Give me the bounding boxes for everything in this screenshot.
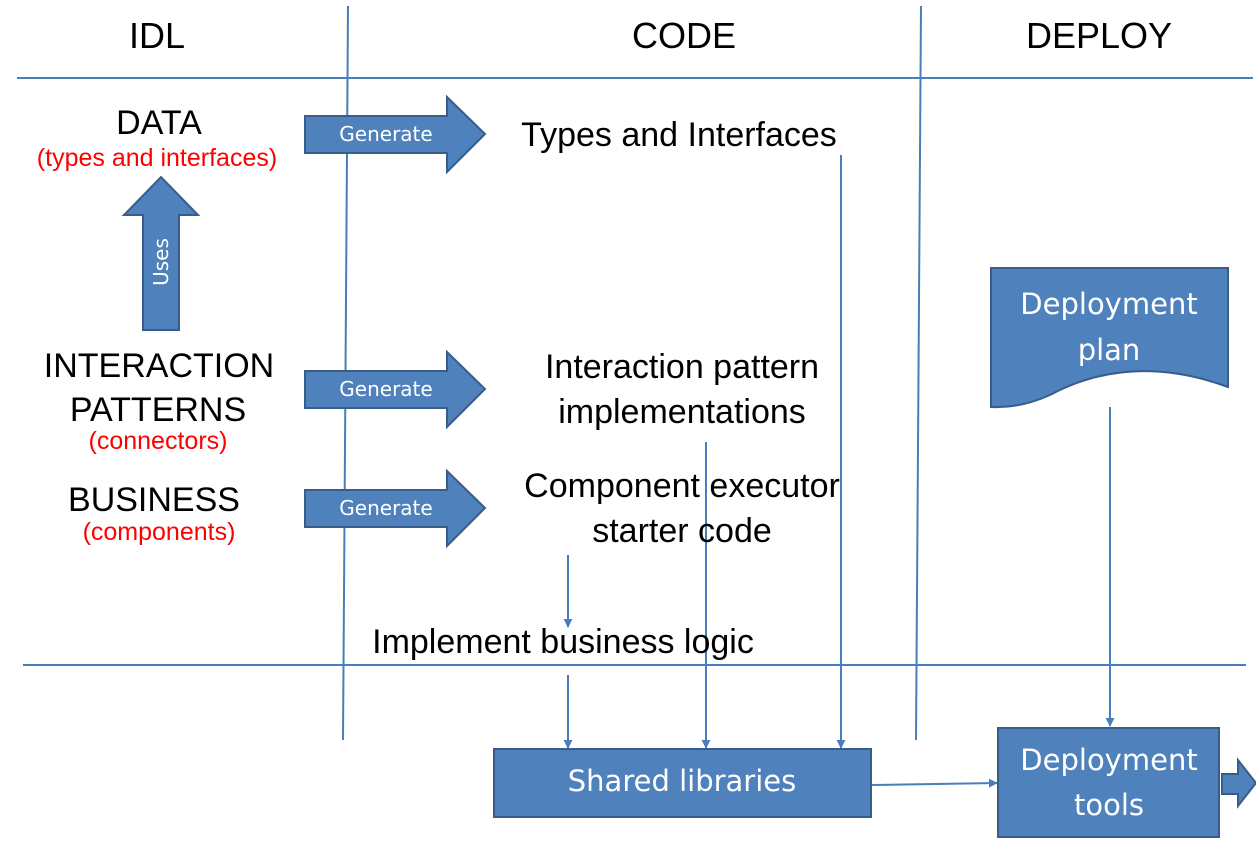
idl-business-subtitle: (components) bbox=[82, 518, 236, 546]
deployment-tools-label-line2: tools bbox=[1073, 788, 1145, 822]
generate-label-1: Generate bbox=[339, 122, 433, 146]
generate-arrow-3 bbox=[304, 468, 487, 549]
code-executor-line1: Component executor bbox=[524, 467, 840, 505]
idl-interaction-subtitle: (connectors) bbox=[88, 427, 228, 455]
shared-libraries-box bbox=[493, 748, 872, 818]
generate-label-2: Generate bbox=[339, 377, 433, 401]
code-business-logic: Implement business logic bbox=[372, 623, 754, 661]
deployment-tools-box bbox=[997, 727, 1220, 838]
code-interaction-line1: Interaction pattern bbox=[544, 348, 820, 386]
idl-interaction-line1: INTERACTION bbox=[43, 347, 275, 385]
uses-arrow bbox=[121, 175, 201, 331]
column-header-code: CODE bbox=[631, 15, 737, 56]
output-arrow bbox=[1221, 757, 1256, 809]
code-executor-line2: starter code bbox=[592, 512, 772, 550]
generate-arrow-1 bbox=[304, 94, 487, 175]
idl-business-title: BUSINESS bbox=[68, 481, 240, 519]
generate-label-3: Generate bbox=[339, 496, 433, 520]
deployment-plan-label-line2: plan bbox=[1077, 333, 1141, 367]
connector-libraries-to-tools bbox=[871, 778, 998, 788]
uses-label: Uses bbox=[149, 238, 173, 286]
code-deploy-column-divider bbox=[915, 5, 922, 741]
generate-arrow-2 bbox=[304, 349, 487, 430]
code-interaction-line2: implementations bbox=[558, 393, 806, 431]
idl-data-subtitle: (types and interfaces) bbox=[36, 144, 278, 172]
deployment-plan-label-line1: Deployment bbox=[1020, 287, 1198, 321]
idl-interaction-line2: PATTERNS bbox=[69, 391, 247, 429]
column-header-deploy: DEPLOY bbox=[1025, 15, 1173, 56]
deployment-plan-document bbox=[990, 267, 1229, 409]
column-header-idl: IDL bbox=[128, 15, 186, 56]
idl-data-title: DATA bbox=[116, 104, 202, 142]
code-types-and-interfaces: Types and Interfaces bbox=[521, 116, 837, 154]
deployment-tools-label-line1: Deployment bbox=[1020, 743, 1198, 777]
shared-libraries-label: Shared libraries bbox=[567, 764, 797, 798]
